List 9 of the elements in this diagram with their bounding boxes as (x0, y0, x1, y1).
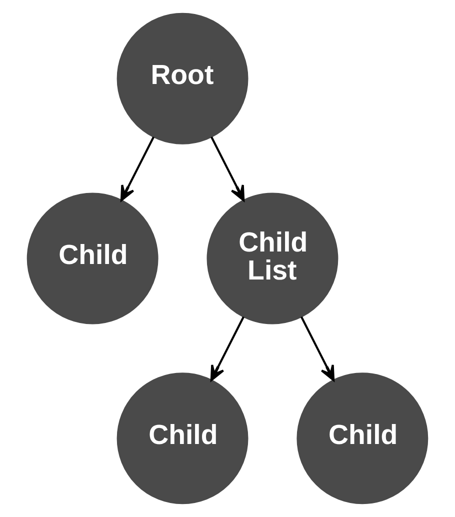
arrow (210, 316, 244, 382)
arrow (300, 316, 335, 382)
arrow (210, 136, 245, 202)
node-circle: Root (116, 12, 248, 144)
node-circle: Child (26, 192, 158, 324)
node-circle: Child (296, 372, 428, 504)
node-circle: Child (116, 372, 248, 504)
node-circle: Child List (206, 192, 338, 324)
arrow (120, 136, 154, 202)
